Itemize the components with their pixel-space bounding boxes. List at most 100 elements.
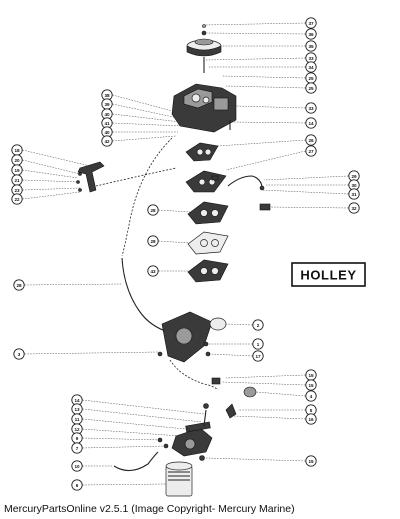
spacer-plate-1 bbox=[187, 201, 229, 225]
callout-number: 40 bbox=[104, 112, 110, 117]
callout-number: 17 bbox=[255, 354, 261, 359]
spacer-plate-2 bbox=[187, 259, 229, 283]
callout-number: 14 bbox=[74, 398, 80, 403]
callout-number: 25 bbox=[308, 76, 314, 81]
callout-number: 28 bbox=[150, 239, 156, 244]
vent-tube bbox=[227, 175, 271, 211]
callout-circle bbox=[252, 319, 264, 331]
callout-leader-line bbox=[221, 75, 306, 79]
callout-circle bbox=[348, 188, 360, 200]
callout-leader-line bbox=[112, 103, 179, 119]
callout-number: 23 bbox=[14, 188, 20, 193]
fuel-hose-short bbox=[113, 451, 159, 472]
callout-number: 30 bbox=[351, 183, 357, 188]
callout-circle bbox=[348, 202, 360, 214]
callout-number: 33 bbox=[308, 106, 314, 111]
callout-number: 43 bbox=[150, 269, 156, 274]
callout-circle bbox=[305, 28, 317, 40]
callout-number: 6 bbox=[76, 483, 79, 488]
callout-leader-line bbox=[225, 374, 306, 379]
callout-leader-line bbox=[22, 169, 79, 179]
callout-number: 31 bbox=[351, 192, 357, 197]
callout-leader-line bbox=[158, 240, 191, 244]
callout-number: 27 bbox=[308, 149, 314, 154]
callout-number: 35 bbox=[308, 44, 314, 49]
callout-number: 13 bbox=[74, 407, 80, 412]
callout-circle bbox=[13, 279, 25, 291]
callout-circle bbox=[252, 338, 264, 350]
callout-leader-line bbox=[204, 22, 306, 26]
callout-number: 26 bbox=[308, 138, 314, 143]
callout-leader-line bbox=[225, 323, 253, 326]
callout-leader-line bbox=[82, 418, 197, 431]
callout-number: 28 bbox=[16, 283, 22, 288]
callout-number: 19 bbox=[14, 168, 20, 173]
callout-circle bbox=[305, 40, 317, 52]
callout-number: 39 bbox=[104, 102, 110, 107]
callout-leader-line bbox=[112, 94, 177, 113]
carburetor-body bbox=[171, 83, 237, 133]
callout-leader-line bbox=[225, 85, 306, 89]
callout-circle bbox=[252, 350, 264, 362]
callout-circle bbox=[71, 460, 83, 472]
callout-number: 15 bbox=[308, 373, 314, 378]
callout-number: 29 bbox=[351, 174, 357, 179]
callout-number: 12 bbox=[74, 427, 80, 432]
throttle-linkage bbox=[76, 161, 177, 193]
callout-number: 5 bbox=[310, 408, 313, 413]
callout-number: 1 bbox=[257, 342, 260, 347]
callout-number: 4 bbox=[310, 394, 313, 399]
callout-number: 42 bbox=[104, 139, 110, 144]
callout-leader-line bbox=[22, 187, 81, 191]
callout-circle bbox=[101, 135, 113, 147]
callout-circle bbox=[147, 265, 159, 277]
callout-number: 7 bbox=[76, 446, 79, 451]
callout-circle bbox=[71, 442, 83, 454]
throttle-plate bbox=[185, 170, 227, 193]
callout-leader-line bbox=[217, 139, 306, 147]
callout-leader-line bbox=[261, 189, 349, 195]
callout-number: 2 bbox=[257, 323, 260, 328]
callout-number: 22 bbox=[14, 197, 20, 202]
callout-circle bbox=[305, 413, 317, 425]
callout-circle bbox=[305, 134, 317, 146]
callout-leader-line bbox=[225, 150, 306, 171]
callout-leader-line bbox=[82, 445, 167, 449]
callout-leader-line bbox=[112, 122, 183, 127]
callout-leader-line bbox=[82, 483, 167, 486]
callout-number: 21 bbox=[14, 178, 20, 183]
callout-leader-line bbox=[82, 399, 205, 415]
callout-number: 3 bbox=[18, 352, 21, 357]
callout-circle bbox=[147, 235, 159, 247]
callout-leader-line bbox=[255, 391, 306, 397]
callout-leader-line bbox=[205, 457, 306, 462]
callout-number: 38 bbox=[104, 93, 110, 98]
callout-leader-line bbox=[231, 121, 306, 124]
callout-circle bbox=[305, 61, 317, 73]
callout-leader-line bbox=[22, 179, 81, 183]
callout-number: 25 bbox=[308, 86, 314, 91]
callout-number: 9 bbox=[76, 436, 79, 441]
holley-brand-label: HOLLEY bbox=[291, 262, 366, 287]
fuel-hose-dashed bbox=[169, 359, 219, 391]
callout-number: 33 bbox=[308, 56, 314, 61]
callout-number: 41 bbox=[104, 121, 110, 126]
callout-number: 11 bbox=[75, 417, 80, 422]
callout-number: 15 bbox=[308, 459, 314, 464]
callout-leader-line bbox=[82, 437, 163, 441]
holley-label-text: HOLLEY bbox=[300, 268, 356, 283]
gasket-upper bbox=[185, 142, 219, 162]
callout-circle bbox=[13, 348, 25, 360]
callout-leader-line bbox=[205, 57, 306, 61]
callout-number: 28 bbox=[150, 208, 156, 213]
callout-circle bbox=[71, 479, 83, 491]
callout-circle bbox=[305, 17, 317, 29]
callout-leader-line bbox=[221, 381, 306, 386]
callout-number: 16 bbox=[308, 417, 314, 422]
callout-number: 40 bbox=[104, 130, 110, 135]
filter-head bbox=[157, 403, 213, 461]
copyright-caption: MercuryPartsOnline v2.5.1 (Image Copyrig… bbox=[4, 503, 295, 515]
callout-number: 37 bbox=[308, 21, 314, 26]
callout-leader-line bbox=[112, 135, 177, 142]
fuel-line-dashed bbox=[121, 137, 173, 257]
